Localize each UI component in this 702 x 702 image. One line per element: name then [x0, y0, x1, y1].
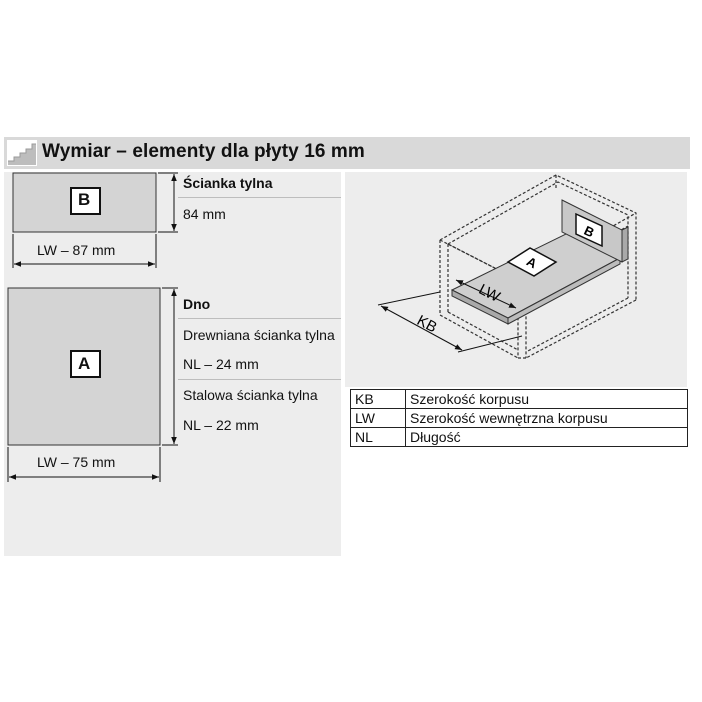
diagram-marker-a-box — [506, 247, 558, 277]
staircase-icon — [7, 140, 37, 166]
table-row: LW Szerokość wewnętrzna korpusu — [350, 408, 688, 428]
bottom-panel-marker-box — [70, 350, 101, 378]
diagram-kb-label: KB — [414, 312, 440, 336]
back-panel-marker-box — [70, 187, 101, 215]
legend-abbr: LW — [350, 408, 406, 428]
legend-meaning: Szerokość wewnętrzna korpusu — [405, 408, 688, 428]
diagram-kb-dimension — [380, 305, 463, 351]
legend-meaning: Szerokość korpusu — [405, 389, 688, 409]
title-bar: Wymiar – elementy dla płyty 16 mm — [4, 137, 690, 169]
bottom-panel-heading: Dno — [183, 296, 211, 312]
divider — [178, 318, 341, 319]
table-row: NL Długość — [350, 427, 688, 447]
legend-table: KB Szerokość korpusu LW Szerokość wewnęt… — [350, 389, 688, 447]
legend-meaning: Długość — [405, 427, 688, 447]
diagram-lw-dimension — [455, 279, 517, 309]
bottom-width-label: LW – 75 mm — [37, 454, 116, 470]
steel-back-length: NL – 22 mm — [183, 417, 259, 433]
wooden-back-length: NL – 24 mm — [183, 356, 259, 372]
divider — [178, 379, 341, 380]
back-width-label: LW – 87 mm — [37, 242, 116, 258]
diagram-marker-b-box — [575, 212, 603, 248]
wooden-back-label: Drewniana ścianka tylna — [183, 327, 335, 343]
table-row: KB Szerokość korpusu — [350, 389, 688, 409]
back-height-label: 84 mm — [183, 206, 226, 222]
legend-abbr: KB — [350, 389, 406, 409]
steel-back-label: Stalowa ścianka tylna — [183, 387, 318, 403]
bottom-panel-marker: A — [78, 354, 91, 373]
back-panel-heading: Ścianka tylna — [183, 175, 273, 191]
page-title: Wymiar – elementy dla płyty 16 mm — [42, 141, 365, 162]
back-panel-marker: B — [78, 190, 91, 209]
divider — [178, 197, 341, 198]
legend-abbr: NL — [350, 427, 406, 447]
